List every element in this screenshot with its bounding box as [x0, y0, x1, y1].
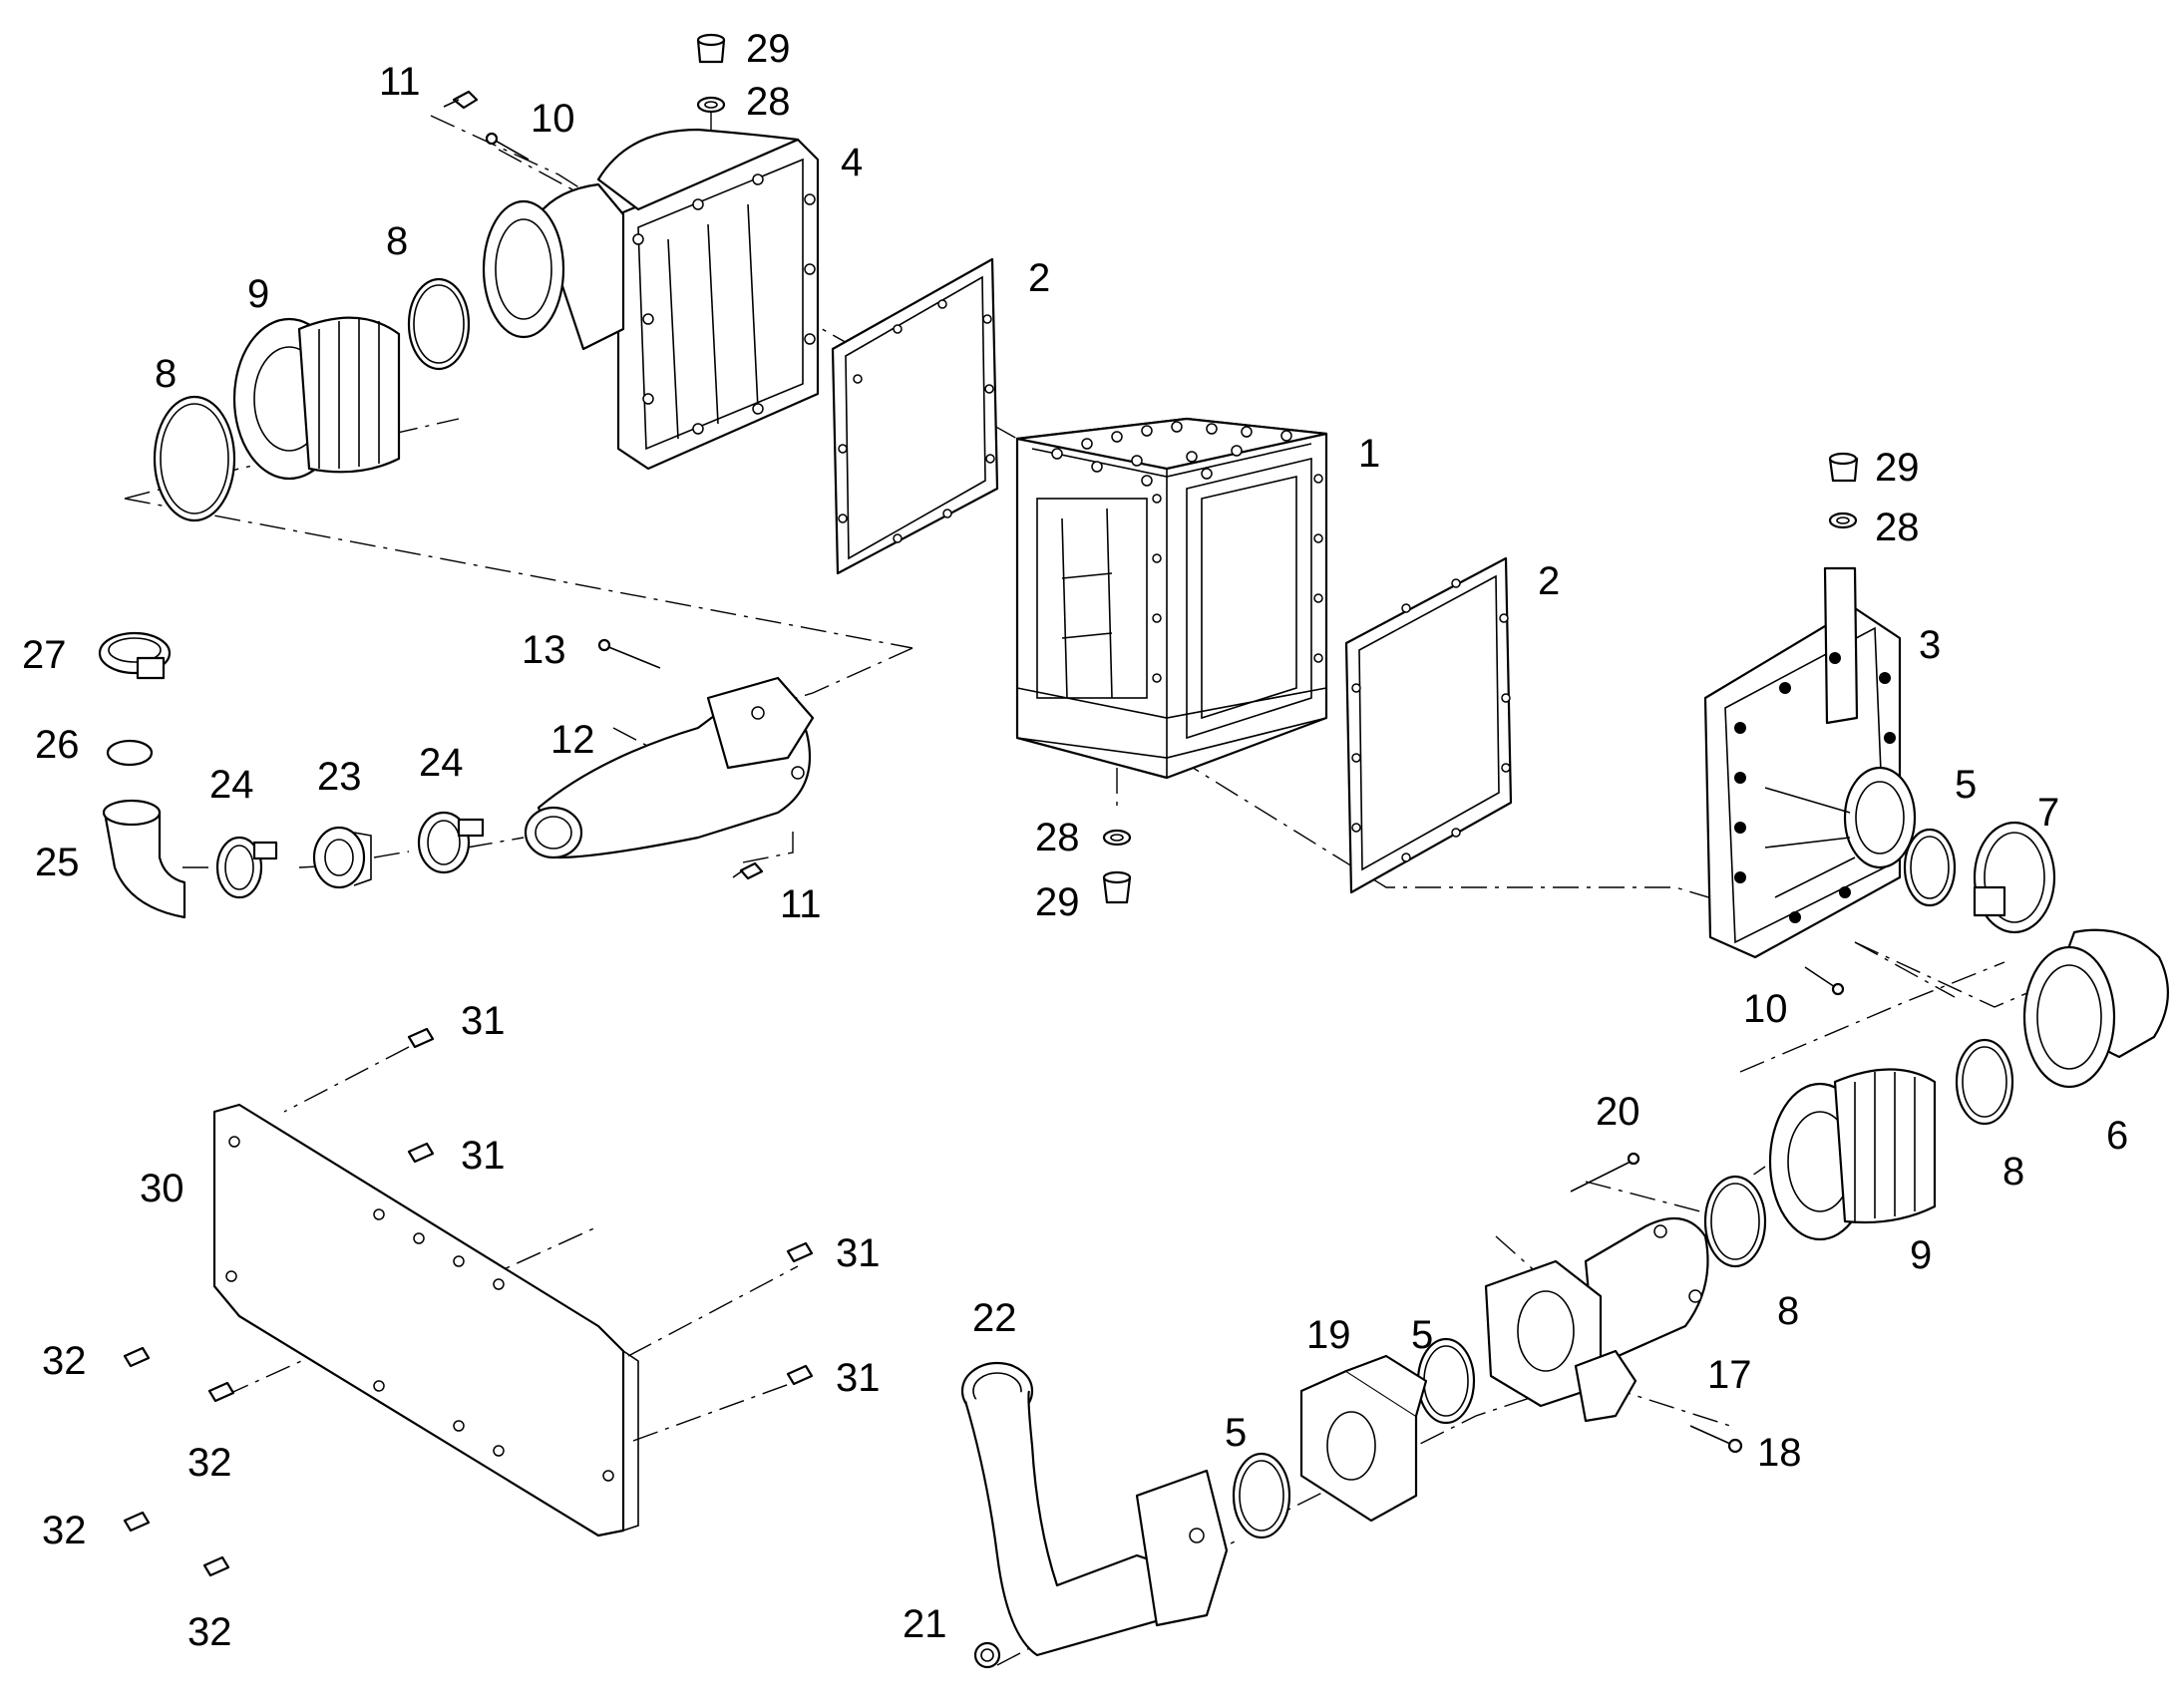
- callout-28-right: 28: [1875, 506, 1920, 549]
- part-17-adapter: [1484, 1216, 1709, 1423]
- callout-8-upper-a: 8: [155, 352, 177, 396]
- part-6-outlet-elbow: [2022, 928, 2169, 1089]
- callout-3: 3: [1919, 623, 1941, 667]
- part-31-bolts: [407, 1027, 814, 1386]
- callout-32-c: 32: [42, 1509, 87, 1552]
- part-5-ring-right: [1903, 828, 1957, 907]
- part-28-washer-bottom: [1102, 829, 1132, 847]
- callout-11-lower: 11: [780, 882, 822, 926]
- callout-7: 7: [2037, 791, 2059, 835]
- callout-19: 19: [1306, 1313, 1351, 1357]
- callout-25: 25: [35, 841, 80, 884]
- callout-12: 12: [550, 718, 595, 762]
- callout-26: 26: [35, 723, 80, 767]
- callout-31-a: 31: [461, 999, 506, 1043]
- part-2-gasket-left: [831, 257, 999, 575]
- part-8-ring-upper-b: [407, 277, 471, 371]
- part-20-stud: [1570, 1152, 1640, 1193]
- callout-22: 22: [972, 1296, 1017, 1340]
- callout-29-bottom: 29: [1035, 880, 1080, 924]
- part-7-clamp: [1973, 821, 2056, 934]
- callout-2-left: 2: [1028, 256, 1050, 300]
- part-19-flange-block: [1299, 1354, 1428, 1523]
- callout-10-top: 10: [531, 97, 575, 141]
- callout-13: 13: [522, 628, 566, 672]
- callout-4: 4: [841, 141, 863, 184]
- part-18-bolt: [1689, 1425, 1743, 1454]
- part-13-bolt: [597, 638, 661, 669]
- callout-9-lower: 9: [1910, 1233, 1932, 1277]
- callout-8-lower-left: 8: [1777, 1289, 1799, 1333]
- callout-29-right: 29: [1875, 446, 1920, 490]
- callout-32-a: 32: [42, 1339, 87, 1383]
- part-11-bolt-top: [443, 90, 479, 110]
- part-29-plug-top: [696, 33, 726, 64]
- callout-2-right: 2: [1538, 559, 1560, 603]
- callout-6: 6: [2106, 1114, 2128, 1158]
- callout-29-top: 29: [746, 27, 791, 71]
- part-28-washer-top: [696, 96, 726, 114]
- callout-28-bottom: 28: [1035, 816, 1080, 859]
- part-29-plug-bottom: [1102, 870, 1132, 904]
- callout-5-left: 5: [1225, 1411, 1247, 1455]
- callout-9-upper: 9: [247, 272, 269, 316]
- part-10-bolt-lower: [1804, 966, 1845, 996]
- part-4-inlet-housing: [482, 128, 820, 471]
- fasteners: [123, 33, 1859, 1669]
- callout-21: 21: [903, 1602, 947, 1646]
- callout-31-d: 31: [836, 1356, 881, 1400]
- callout-24-right: 24: [419, 741, 464, 785]
- callout-labels: 29 28 11 10 4 8 9 8 2 1 29 28 2 3 27 13 …: [22, 27, 2128, 1654]
- part-10-bolt-top: [485, 132, 530, 161]
- part-2-gasket-right: [1344, 556, 1513, 894]
- callout-32-b: 32: [187, 1441, 232, 1485]
- part-12-inlet-elbow: [524, 676, 815, 859]
- part-8-ring-lower-left: [1703, 1175, 1767, 1268]
- core-bolt-heads: [1051, 421, 1323, 683]
- callout-18: 18: [1757, 1431, 1802, 1475]
- part-8-ring-lower-right: [1955, 1038, 2014, 1126]
- callout-32-d: 32: [187, 1610, 232, 1654]
- part-9-bellows-upper: [232, 316, 401, 481]
- part-25-elbow-bend: [102, 799, 186, 919]
- callout-20: 20: [1596, 1090, 1640, 1134]
- callout-28-top: 28: [746, 80, 791, 124]
- callout-8-upper-b: 8: [386, 219, 408, 263]
- part-27-clamp: [98, 631, 172, 680]
- part-24-clamp-a: [215, 836, 278, 899]
- callout-24-left: 24: [209, 763, 254, 807]
- part-21-nut: [973, 1641, 1001, 1669]
- part-29-plug-right: [1828, 452, 1859, 483]
- part-32-bolts: [123, 1346, 235, 1577]
- part-28-washer-right: [1828, 512, 1858, 529]
- callout-23: 23: [317, 755, 362, 799]
- callout-10-lower: 10: [1743, 987, 1788, 1031]
- part-1-cooler-core: [1015, 417, 1328, 780]
- part-26-seal-ring: [106, 739, 154, 767]
- part-8-ring-upper-a: [153, 395, 236, 522]
- part-9-bellows-lower: [1768, 1068, 1937, 1241]
- part-30-cover-plate: [212, 1103, 639, 1537]
- part-24-clamp-b: [417, 811, 485, 874]
- callout-1: 1: [1358, 432, 1380, 476]
- callout-31-b: 31: [461, 1134, 506, 1178]
- part-11-bolt-lower: [732, 861, 764, 880]
- part-23-coupling: [312, 826, 372, 889]
- part-3-outlet-header: [1703, 566, 1917, 959]
- callout-30: 30: [140, 1167, 184, 1210]
- part-5-ring-left: [1232, 1452, 1291, 1539]
- callout-11-top: 11: [379, 60, 421, 104]
- callout-17: 17: [1707, 1353, 1752, 1397]
- part-22-outlet-pipe: [960, 1361, 1229, 1657]
- callout-31-c: 31: [836, 1231, 881, 1275]
- callout-5-right: 5: [1955, 763, 1977, 807]
- callout-27: 27: [22, 633, 67, 677]
- callout-8-lower-right: 8: [2002, 1150, 2024, 1194]
- callout-5-mid: 5: [1411, 1313, 1433, 1357]
